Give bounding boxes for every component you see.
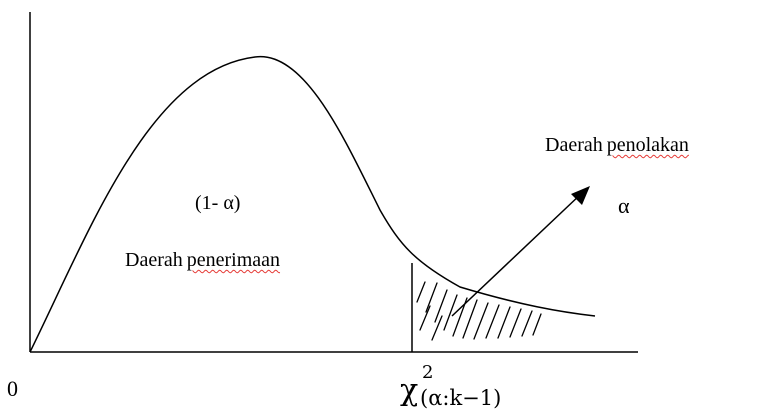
chi-superscript: 2 <box>422 362 434 383</box>
rejection-label-word2: penolakan <box>606 134 689 156</box>
acceptance-region-label: Daerah penerimaan <box>125 250 280 270</box>
chi-symbol: χ <box>400 373 419 408</box>
distribution-curve <box>29 56 596 353</box>
rejection-region-hatching <box>416 281 542 341</box>
acceptance-label-word2: penerimaan <box>186 249 281 271</box>
rejection-region-label: Daerah penolakan <box>545 135 689 155</box>
acceptance-probability-label: (1- α) <box>195 192 241 214</box>
acceptance-label-word1: Daerah <box>125 249 183 271</box>
rejection-probability-label: α <box>618 193 630 218</box>
chi-subscript: (α:k−1) <box>420 386 502 410</box>
pointer-arrowhead <box>571 186 590 205</box>
critical-value-label: χ 2 (α:k−1) <box>400 362 570 412</box>
origin-label: 0 <box>7 376 18 401</box>
rejection-label-word1: Daerah <box>545 134 603 156</box>
pointer-arrow-shaft <box>451 192 583 317</box>
